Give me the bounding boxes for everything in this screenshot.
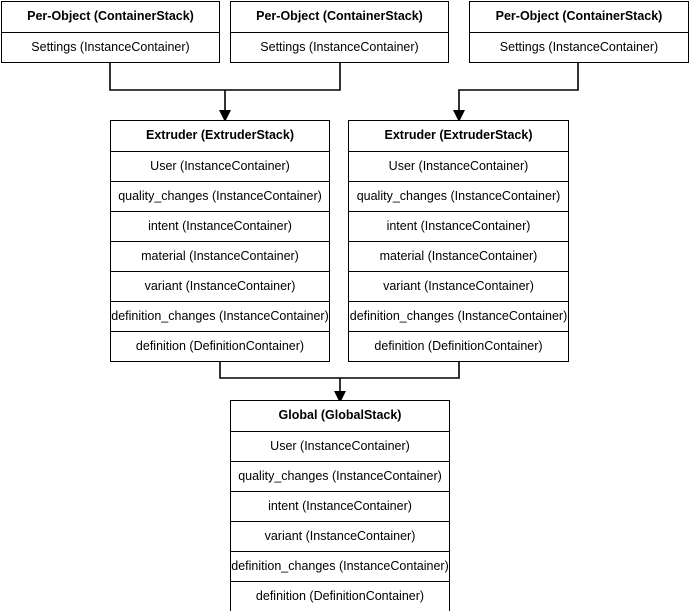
node-header: Extruder (ExtruderStack) <box>384 128 533 143</box>
node-per-object-3[interactable]: Per-Object (ContainerStack) Settings (In… <box>469 1 689 63</box>
node-row-definition: definition (DefinitionContainer) <box>111 331 329 361</box>
node-header: Per-Object (ContainerStack) <box>495 9 663 24</box>
node-row-settings: Settings (InstanceContainer) <box>470 32 688 62</box>
node-row-user: User (InstanceContainer) <box>231 431 449 461</box>
node-row-intent: intent (InstanceContainer) <box>349 211 568 241</box>
node-row-user: User (InstanceContainer) <box>349 151 568 181</box>
node-row-variant: variant (InstanceContainer) <box>231 521 449 551</box>
arrowhead-extruder2 <box>453 110 465 122</box>
node-header: Extruder (ExtruderStack) <box>146 128 294 143</box>
node-row-definition: definition (DefinitionContainer) <box>231 581 449 611</box>
node-extruder-1[interactable]: Extruder (ExtruderStack) User (InstanceC… <box>110 120 330 362</box>
arrowhead-extruder1 <box>219 110 231 122</box>
node-extruder-2[interactable]: Extruder (ExtruderStack) User (InstanceC… <box>348 120 569 362</box>
arrowhead-global <box>334 391 346 403</box>
node-row-definition-changes: definition_changes (InstanceContainer) <box>349 301 568 331</box>
edge-perobject1-perobject2-merge <box>109 61 341 91</box>
node-header: Per-Object (ContainerStack) <box>27 9 194 24</box>
node-row-material: material (InstanceContainer) <box>111 241 329 271</box>
node-global[interactable]: Global (GlobalStack) User (InstanceConta… <box>230 400 450 611</box>
node-row-material: material (InstanceContainer) <box>349 241 568 271</box>
node-header: Global (GlobalStack) <box>278 408 402 423</box>
edge-extruders-merge <box>219 360 460 379</box>
node-row-quality-changes: quality_changes (InstanceContainer) <box>349 181 568 211</box>
edge-perobject3-to-extruder2 <box>458 61 579 112</box>
node-row-definition-changes: definition_changes (InstanceContainer) <box>111 301 329 331</box>
node-per-object-1[interactable]: Per-Object (ContainerStack) Settings (In… <box>1 1 220 63</box>
node-row-variant: variant (InstanceContainer) <box>349 271 568 301</box>
node-row-quality-changes: quality_changes (InstanceContainer) <box>111 181 329 211</box>
node-row-user: User (InstanceContainer) <box>111 151 329 181</box>
node-row-definition: definition (DefinitionContainer) <box>349 331 568 361</box>
node-row-intent: intent (InstanceContainer) <box>111 211 329 241</box>
node-row-intent: intent (InstanceContainer) <box>231 491 449 521</box>
node-per-object-2[interactable]: Per-Object (ContainerStack) Settings (In… <box>230 1 449 63</box>
node-row-definition-changes: definition_changes (InstanceContainer) <box>231 551 449 581</box>
node-row-settings: Settings (InstanceContainer) <box>231 32 448 62</box>
node-row-settings: Settings (InstanceContainer) <box>2 32 219 62</box>
node-row-quality-changes: quality_changes (InstanceContainer) <box>231 461 449 491</box>
node-row-variant: variant (InstanceContainer) <box>111 271 329 301</box>
node-header: Per-Object (ContainerStack) <box>256 9 423 24</box>
